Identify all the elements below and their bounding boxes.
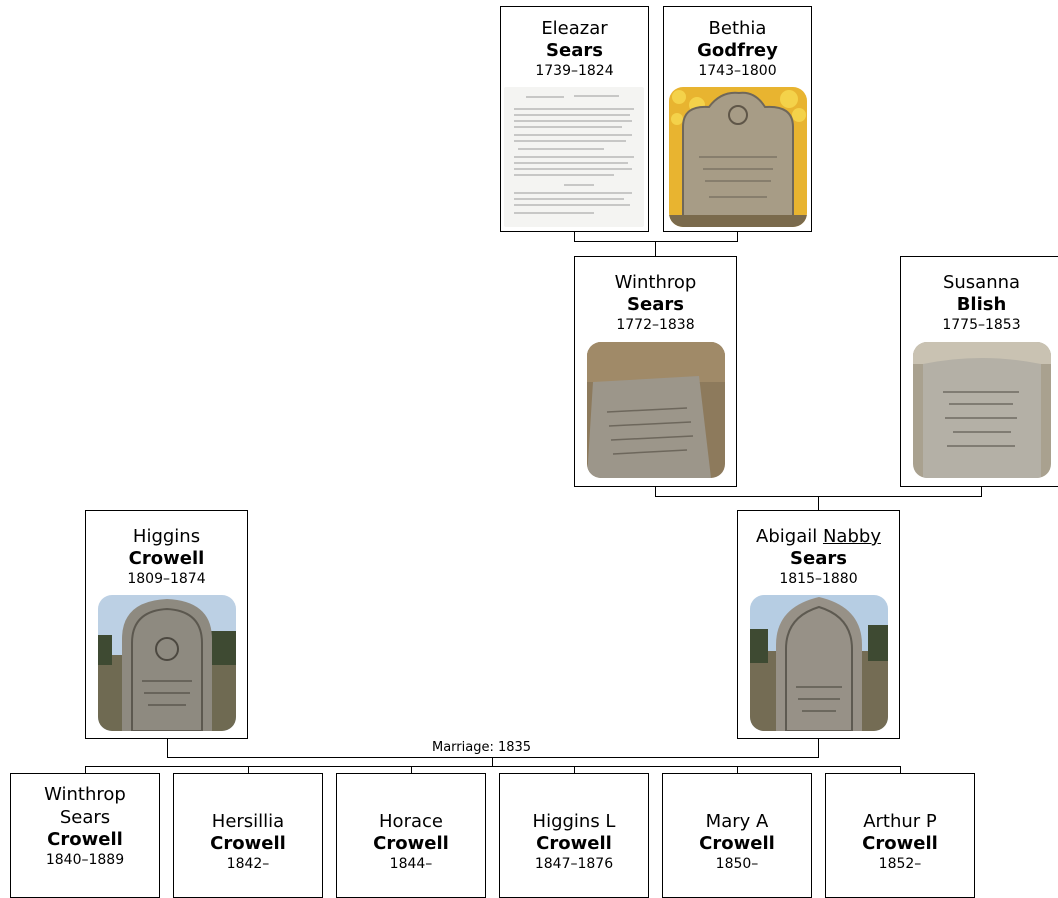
connector-couple-down-left: [167, 738, 168, 758]
surname: Crowell: [699, 833, 775, 854]
surname: Godfrey: [697, 40, 778, 61]
person-card-winthrop-sears[interactable]: Winthrop Sears 1772–1838: [574, 256, 737, 487]
life-dates: 1852–: [878, 856, 922, 872]
person-card-higgins-crowell[interactable]: Higgins Crowell 1809–1874: [85, 510, 248, 739]
surname: Crowell: [210, 833, 286, 854]
person-card-susanna-blish[interactable]: Susanna Blish 1775–1853: [900, 256, 1058, 487]
surname: Crowell: [128, 548, 205, 569]
child-card-mary-a-crowell[interactable]: Mary A Crowell 1850–: [662, 773, 812, 898]
life-dates: 1842–: [226, 856, 270, 872]
life-dates: 1844–: [389, 856, 433, 872]
gravestone-photo: [98, 595, 236, 731]
life-dates: 1815–1880: [779, 571, 858, 587]
life-dates: 1809–1874: [127, 571, 206, 587]
given-name: Higgins L: [532, 811, 616, 832]
marriage-label: Marriage: 1835: [430, 740, 534, 756]
life-dates: 1772–1838: [616, 317, 695, 333]
life-dates: 1743–1800: [698, 63, 777, 79]
gravestone-photo: [669, 87, 807, 227]
given-name-line-2: Sears: [59, 807, 111, 828]
given-name: Susanna: [942, 272, 1021, 293]
child-card-arthur-p-crowell[interactable]: Arthur P Crowell 1852–: [825, 773, 975, 898]
surname: Crowell: [536, 833, 612, 854]
life-dates: 1775–1853: [942, 317, 1021, 333]
given-name-line-1: Winthrop: [44, 784, 126, 805]
connector-grandparents-to-child: [655, 241, 656, 257]
surname: Sears: [546, 40, 603, 61]
connector-child-1: [85, 766, 86, 774]
document-photo: [504, 87, 644, 227]
child-card-hersillia-crowell[interactable]: Hersillia Crowell 1842–: [173, 773, 323, 898]
connector-grandparents-horizontal: [574, 241, 738, 242]
connector-child-6: [900, 766, 901, 774]
person-card-abigail-sears[interactable]: Abigail Nabby Sears 1815–1880: [737, 510, 900, 739]
person-card-eleazar-sears[interactable]: Eleazar Sears 1739–1824: [500, 6, 649, 232]
connector-child-3: [411, 766, 412, 774]
surname: Sears: [790, 548, 847, 569]
given-name: Bethia: [708, 18, 767, 39]
gravestone-photo: [913, 342, 1051, 478]
child-card-horace-crowell[interactable]: Horace Crowell 1844–: [336, 773, 486, 898]
connector-grandparents-down-left: [574, 231, 575, 242]
gravestone-photo: [750, 595, 888, 731]
life-dates: 1850–: [715, 856, 759, 872]
connector-couple-to-children: [492, 757, 493, 767]
person-card-bethia-godfrey[interactable]: Bethia Godfrey 1743–1800: [663, 6, 812, 232]
given-name: Arthur P: [863, 811, 937, 832]
connector-children-horizontal: [85, 766, 901, 767]
given-name: Abigail: [756, 526, 818, 547]
child-card-higgins-l-crowell[interactable]: Higgins L Crowell 1847–1876: [499, 773, 649, 898]
given-name: Horace: [379, 811, 443, 832]
life-dates: 1739–1824: [535, 63, 614, 79]
connector-child-2: [248, 766, 249, 774]
connector-parents-to-child: [818, 496, 819, 511]
given-name: Higgins: [132, 526, 201, 547]
surname: Crowell: [47, 829, 123, 850]
connector-child-4: [574, 766, 575, 774]
given-name: Mary A: [705, 811, 769, 832]
connector-couple-down-right: [818, 738, 819, 758]
life-dates: 1847–1876: [534, 856, 614, 872]
life-dates: 1840–1889: [45, 852, 125, 868]
connector-child-5: [737, 766, 738, 774]
surname: Crowell: [862, 833, 938, 854]
given-name: Hersillia: [211, 811, 285, 832]
child-card-winthrop-sears-crowell[interactable]: Winthrop Sears Crowell 1840–1889: [10, 773, 160, 898]
connector-parents-down-left: [655, 486, 656, 497]
surname: Blish: [956, 294, 1007, 315]
connector-grandparents-down-right: [737, 231, 738, 242]
given-name: Winthrop: [614, 272, 697, 293]
surname: Crowell: [373, 833, 449, 854]
surname: Sears: [627, 294, 684, 315]
given-name: Eleazar: [541, 18, 608, 39]
gravestone-photo: [587, 342, 725, 478]
nickname: Nabby: [822, 526, 881, 547]
connector-parents-down-right: [981, 486, 982, 497]
given-name-line: Abigail Nabby: [738, 525, 899, 548]
connector-couple-horizontal: [167, 757, 819, 758]
